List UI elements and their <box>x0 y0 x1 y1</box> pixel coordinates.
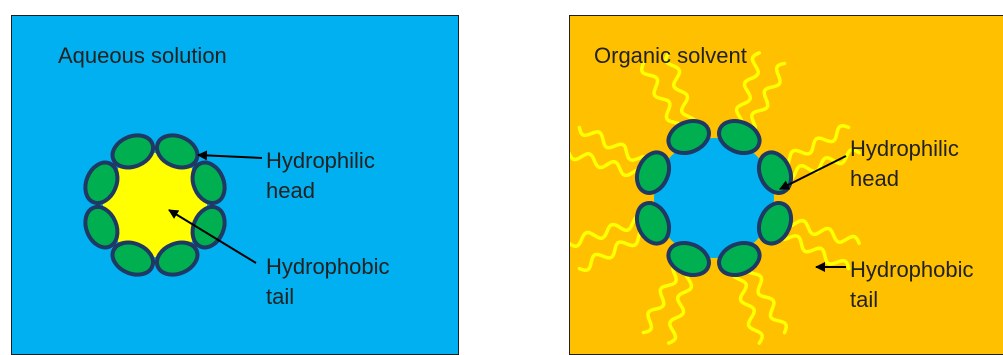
organic-title: Organic solvent <box>594 41 747 71</box>
micelle-core <box>103 153 207 257</box>
organic-panel: Organic solvent Hydrophilic head Hydroph… <box>569 15 1003 355</box>
hydrophilic-head-label: Hydrophilic head <box>266 146 375 206</box>
reverse-micelle-core <box>654 138 774 258</box>
hydrophobic-tail-label: Hydrophobic tail <box>266 252 390 312</box>
aqueous-panel: Aqueous solution Hydrophilic head Hydrop… <box>11 15 459 355</box>
hydrophilic-head-label: Hydrophilic head <box>850 134 959 194</box>
hydrophobic-tail-label: Hydrophobic tail <box>850 255 974 315</box>
aqueous-title: Aqueous solution <box>58 41 227 71</box>
